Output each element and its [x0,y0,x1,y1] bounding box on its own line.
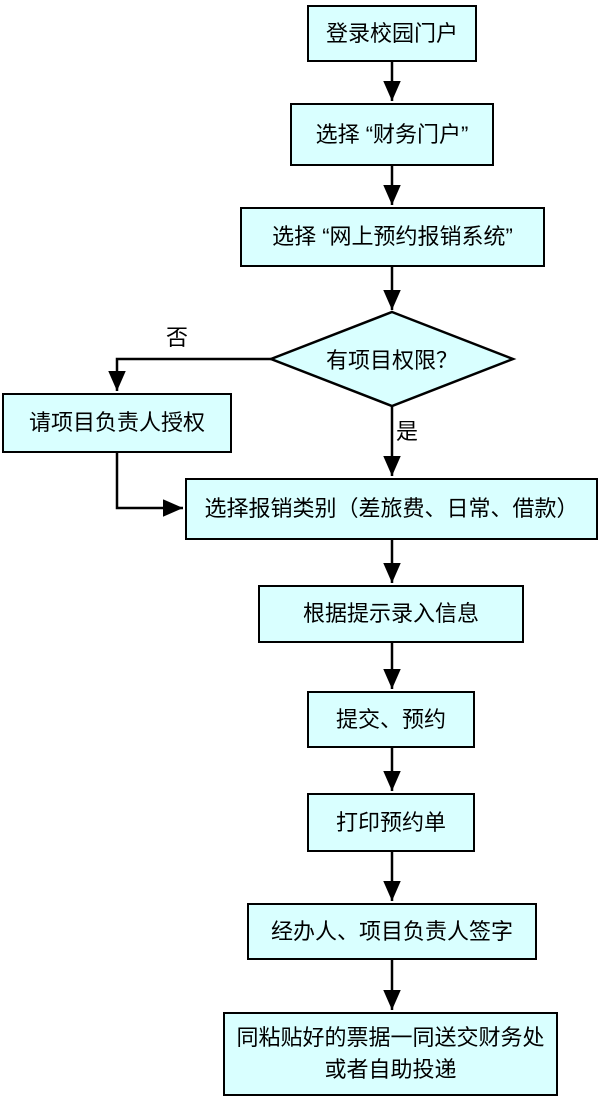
node-select-finance-portal: 选择 “财务门户” [290,103,494,166]
edge-label-no: 否 [166,325,189,350]
node-label: 经办人、项目负责人签字 [270,918,513,944]
node-label: 打印预约单 [335,809,446,835]
node-handler-and-leader-sign: 经办人、项目负责人签字 [247,903,537,960]
node-label: 选择 “财务门户” [315,121,469,147]
node-submit-and-reserve: 提交、预约 [307,691,475,748]
node-enter-info-per-prompts: 根据提示录入信息 [258,585,524,643]
node-label: 根据提示录入信息 [302,601,479,627]
node-label: 登录校园门户 [325,20,458,46]
node-label: 选择报销类别（差旅费、日常、借款） [204,496,579,522]
edge-label-yes: 是 [396,419,419,444]
decision-diamond-shape [267,310,517,408]
node-label: 请项目负责人授权 [28,410,205,436]
edge-decision-no-to-authorize [108,357,271,391]
node-request-project-leader-authorization: 请项目负责人授权 [2,393,232,453]
deliver-line-2: 或者自助投递 [324,1057,457,1082]
node-select-online-reimbursement-system: 选择 “网上预约报销系统” [240,207,545,267]
node-select-reimbursement-category: 选择报销类别（差旅费、日常、借款） [185,478,598,540]
node-label: 选择 “网上预约报销系统” [272,224,513,250]
node-label: 同粘贴好的票据一同送交财务处 或者自助投递 [236,1022,544,1086]
edge-authorize-to-category [115,453,183,517]
node-label: 提交、预约 [335,706,446,732]
node-deliver-to-finance-office: 同粘贴好的票据一同送交财务处 或者自助投递 [223,1012,558,1096]
node-login-campus-portal: 登录校园门户 [307,5,477,62]
deliver-line-1: 同粘贴好的票据一同送交财务处 [236,1025,545,1051]
node-print-reservation-form: 打印预约单 [307,793,475,852]
